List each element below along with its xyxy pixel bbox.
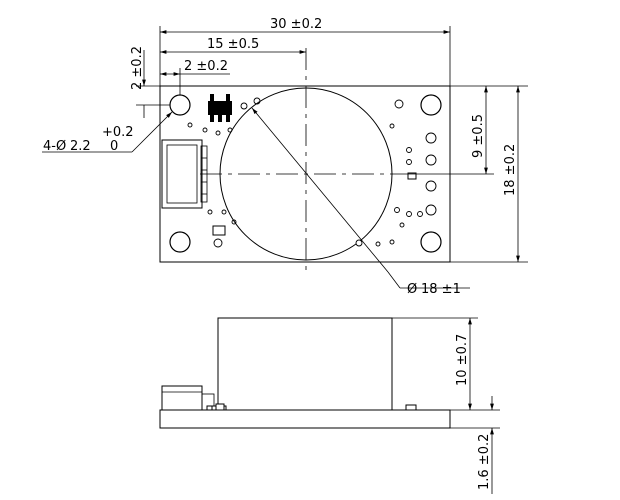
small-pads xyxy=(187,97,437,248)
hole-spec-prefix: 4- xyxy=(43,139,56,154)
hole-spec-symbol: Ø xyxy=(56,139,66,154)
mounting-hole-top-left xyxy=(169,94,191,116)
side-view: 10 ±0.7 1.6 ±0.2 xyxy=(159,317,500,494)
center-offset-y-label: 9 ±0.5 xyxy=(471,114,486,158)
hole-tol-lower: 0 xyxy=(110,139,118,154)
side-height-label: 10 ±0.7 xyxy=(455,334,470,386)
mounting-hole-top-right xyxy=(420,94,442,116)
pcb-side xyxy=(159,409,451,429)
connector-side xyxy=(161,385,215,411)
board-thickness-label: 1.6 ±0.2 xyxy=(477,434,492,490)
hole-offset-y-label: 2 ±0.2 xyxy=(130,46,145,90)
hole-spec-diameter: 2.2 xyxy=(70,139,91,154)
top-view: Ø 18 ±1 30 ±0.2 15 ±0.5 2 ±0.2 2 ±0.2 4-… xyxy=(42,17,528,297)
mounting-hole-bottom-left xyxy=(169,231,191,253)
transistor-component xyxy=(208,94,232,122)
center-offset-label: 15 ±0.5 xyxy=(207,37,259,52)
hole-tol-upper: +0.2 xyxy=(102,125,134,140)
circle-diameter-symbol: Ø xyxy=(407,282,417,297)
circle-diameter-label: 18 ±1 xyxy=(421,282,461,297)
sensor-body-side xyxy=(217,317,393,411)
width-total-label: 30 ±0.2 xyxy=(270,17,322,32)
height-total-label: 18 ±0.2 xyxy=(503,144,518,196)
mounting-hole-bottom-right xyxy=(420,231,442,253)
hole-offset-x-label: 2 ±0.2 xyxy=(184,59,228,74)
